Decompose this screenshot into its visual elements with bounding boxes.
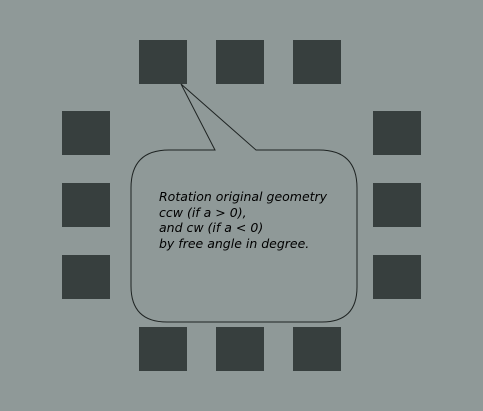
square-left-middle xyxy=(62,183,110,227)
square-top-left xyxy=(139,40,187,84)
square-top-center xyxy=(216,40,264,84)
square-bottom-left xyxy=(139,327,187,371)
square-bottom-center xyxy=(216,327,264,371)
square-left-top xyxy=(62,111,110,155)
square-bottom-right xyxy=(293,327,341,371)
note-line-4: by free angle in degree. xyxy=(159,235,310,251)
square-left-bottom xyxy=(62,255,110,299)
square-right-top xyxy=(373,111,421,155)
speech-bubble-text: Rotation original geometry ccw (if a > 0… xyxy=(159,189,349,251)
note-line-2: ccw (if a > 0), xyxy=(159,204,247,220)
square-right-middle xyxy=(373,183,421,227)
square-right-bottom xyxy=(373,255,421,299)
square-top-right xyxy=(293,40,341,84)
note-line-3: and cw (if a < 0) xyxy=(159,220,264,235)
speech-bubble-outline xyxy=(130,83,358,323)
note-line-1: Rotation original geometry xyxy=(159,189,328,204)
